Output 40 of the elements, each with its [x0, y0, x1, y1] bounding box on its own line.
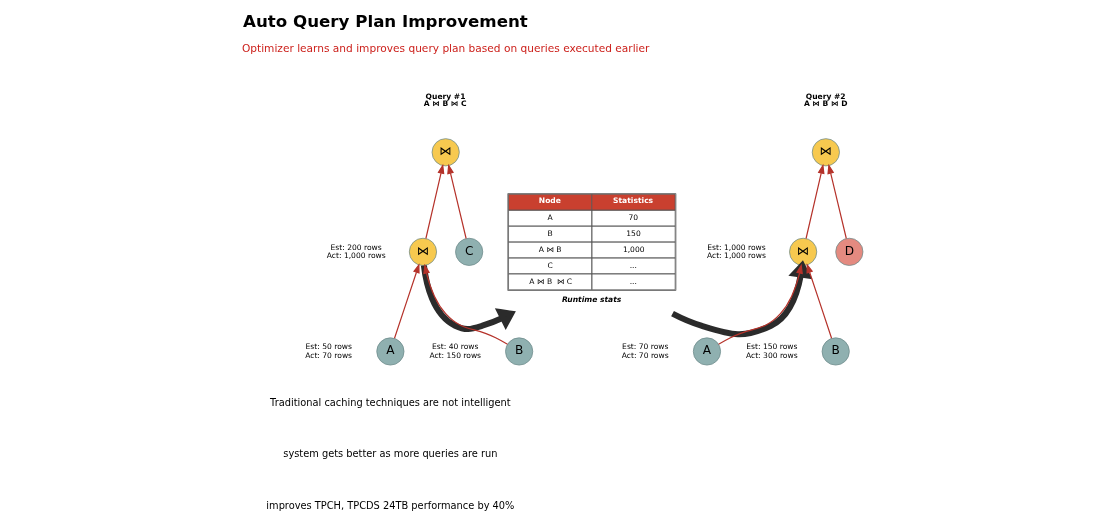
node-circle: A [692, 337, 721, 366]
node-circle: B [504, 337, 533, 366]
node-label: Est: 150 rows [745, 342, 798, 352]
label: system gets better as more queries are run [282, 448, 497, 460]
node-label: Act: 1,000 rows [326, 250, 386, 260]
node-label: Act: 70 rows [304, 350, 352, 360]
node-label: Est: 50 rows [305, 342, 352, 352]
arrow [806, 263, 832, 339]
label: improves TPCH, TPCDS 24TB performance by 40% [265, 499, 514, 511]
node-label: Query #2 [805, 91, 846, 101]
arrow [424, 163, 444, 240]
arrow [670, 260, 812, 338]
node-label: Runtime stats [561, 294, 621, 304]
node-label: Est: 70 rows [621, 342, 668, 352]
arrow [422, 263, 508, 345]
node-label: Act: 1,000 rows [706, 250, 766, 260]
node-label: Est: 200 rows [330, 242, 382, 252]
node-circle: ⋈ [408, 237, 437, 266]
node-circle: A [375, 337, 404, 366]
diagram-title: Auto Query Plan Improvement [242, 12, 528, 32]
node-label: Act: 300 rows [745, 350, 798, 360]
node-circle: ⋈ [811, 138, 840, 167]
node-label: Est: 40 rows [431, 342, 478, 352]
arrow [393, 263, 420, 339]
node-label: Act: 70 rows [621, 350, 669, 360]
arrow [420, 265, 516, 333]
arrow [446, 163, 467, 240]
arrow [717, 263, 803, 345]
node-label: Query #1 [425, 91, 465, 101]
label: Optimizer learns and improves query plan based on queries executed earlier [241, 42, 649, 55]
arrow [804, 163, 824, 240]
arrow [826, 163, 847, 240]
node-circle: D [834, 237, 863, 266]
node-circle: ⋈ [431, 138, 460, 167]
node-circle: ⋈ [788, 237, 817, 266]
label: Traditional caching techniques are not intelligent [269, 396, 511, 408]
node-label: Act: 150 rows [428, 350, 481, 360]
node-label: Est: 1,000 rows [706, 242, 766, 252]
node-circle: C [454, 237, 483, 266]
node-circle: B [821, 337, 850, 366]
